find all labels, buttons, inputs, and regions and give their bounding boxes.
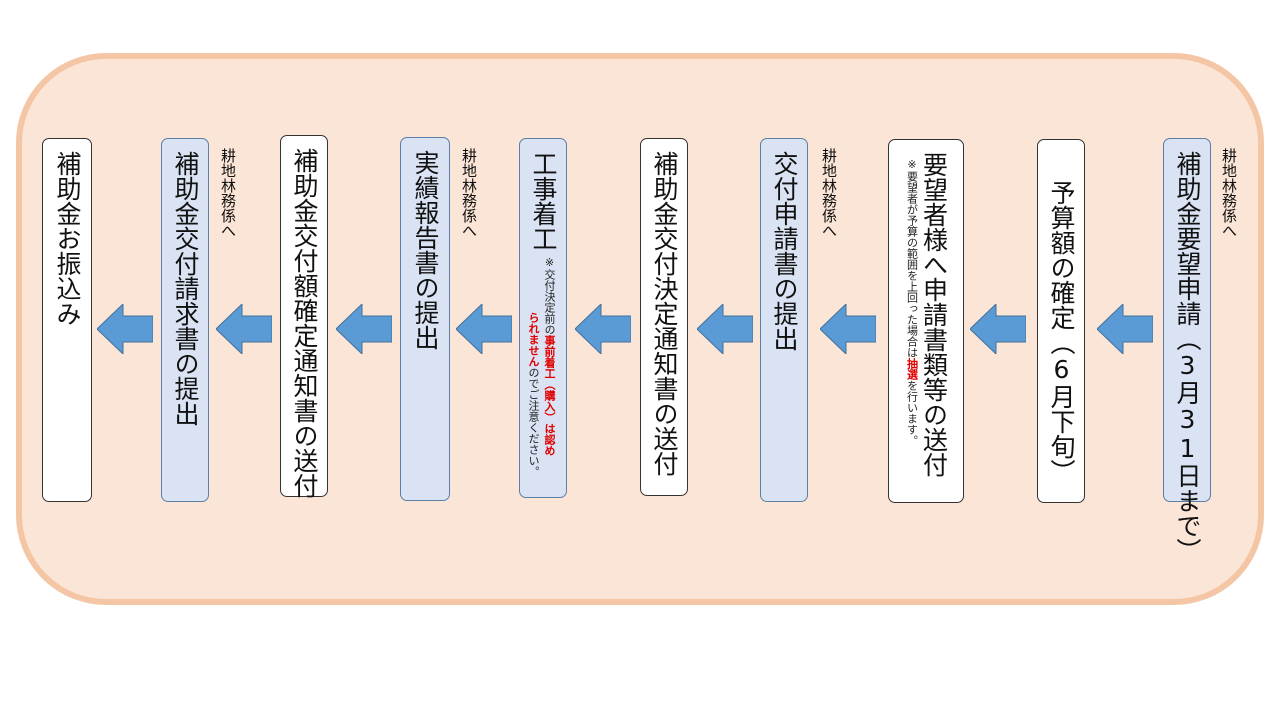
step-budget-confirmation-label: 予算額の確定（6月下旬）: [1047, 180, 1076, 484]
submit-to-label: 耕地林務係へ: [460, 148, 478, 238]
step-grant-payment-request-submission: 補助金交付請求書の提出: [161, 138, 209, 502]
early-start-note-line1: ※交付決定前の事前着工（購入）は認め: [543, 256, 556, 456]
lottery-note: ※要望者が予算の範囲を上回った場合は抽選を行います。: [906, 158, 919, 446]
step-subsidy-request-label: 補助金要望申請（3月31日まで）: [1173, 151, 1202, 563]
early-start-note-text-b: のでご注意ください。: [527, 367, 540, 477]
step-performance-report-submission-label: 実績報告書の提出: [411, 150, 440, 350]
step-grant-application-submission: 交付申請書の提出: [760, 138, 808, 502]
left-arrow-icon: [697, 304, 753, 354]
left-arrow-icon: [575, 304, 631, 354]
early-start-note-line2: られませんのでご注意ください。: [527, 312, 540, 477]
step-grant-amount-confirmation-notice-label: 補助金交付額確定通知書の送付: [290, 148, 319, 498]
lottery-note-text-b: を行います。: [905, 380, 919, 446]
step-grant-decision-notice-label: 補助金交付決定通知書の送付: [650, 151, 679, 476]
submit-to-label: 耕地林務係へ: [820, 148, 838, 238]
submit-to-label: 耕地林務係へ: [219, 148, 237, 238]
early-start-note-emphasis-a: 事前着工（購入）は認め: [543, 335, 556, 456]
step-send-application-forms: 要望者様へ申請書類等の送付 ※要望者が予算の範囲を上回った場合は抽選を行います。: [888, 139, 964, 503]
step-construction-start-label: 工事着工: [529, 151, 558, 251]
left-arrow-icon: [97, 304, 153, 354]
left-arrow-icon: [1097, 304, 1153, 354]
left-arrow-icon: [970, 304, 1026, 354]
step-send-application-forms-label: 要望者様へ申請書類等の送付: [919, 152, 949, 477]
left-arrow-icon: [456, 304, 512, 354]
step-subsidy-request: 補助金要望申請（3月31日まで）: [1163, 138, 1211, 563]
step-grant-payment: 補助金お振込み: [42, 138, 92, 502]
early-start-note-text-a: ※交付決定前の: [543, 256, 556, 335]
early-start-note-emphasis-b: られません: [527, 312, 540, 367]
lottery-note-emphasis: 抽選: [905, 358, 919, 380]
left-arrow-icon: [820, 304, 876, 354]
left-arrow-icon: [216, 304, 272, 354]
step-performance-report-submission: 実績報告書の提出: [400, 137, 450, 501]
step-grant-payment-request-submission-label: 補助金交付請求書の提出: [171, 151, 200, 426]
step-budget-confirmation: 予算額の確定（6月下旬）: [1037, 139, 1085, 503]
left-arrow-icon: [336, 304, 392, 354]
submit-to-label: 耕地林務係へ: [1220, 148, 1238, 238]
step-construction-start: 工事着工: [519, 138, 567, 498]
step-grant-application-submission-label: 交付申請書の提出: [770, 151, 799, 351]
step-grant-decision-notice: 補助金交付決定通知書の送付: [640, 138, 688, 496]
step-grant-payment-label: 補助金お振込み: [53, 151, 82, 326]
step-grant-amount-confirmation-notice: 補助金交付額確定通知書の送付: [280, 135, 328, 498]
lottery-note-text-a: ※要望者が予算の範囲を上回った場合は: [905, 158, 919, 358]
